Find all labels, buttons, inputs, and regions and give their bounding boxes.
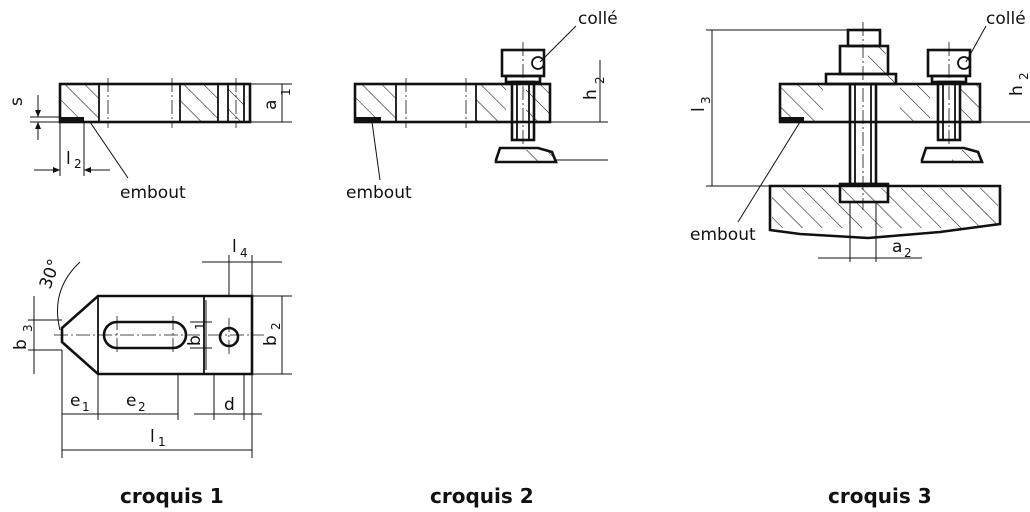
label-a1: a [261, 100, 281, 110]
sketch3-drawing [706, 22, 1030, 262]
label-b3-sub: 3 [21, 324, 35, 332]
label-b2-sub: 2 [269, 322, 283, 330]
label-e1-sub: 1 [82, 400, 90, 414]
label-l2: l [66, 149, 71, 169]
label-colle-3: collé [986, 9, 1026, 29]
label-l1: l [150, 427, 155, 447]
caption-croquis-3: croquis 3 [828, 484, 932, 508]
label-b2: b [261, 335, 281, 346]
label-s: s [7, 97, 27, 106]
labels: s a 1 l 2 embout 30° l 4 b 3 b 1 b 2 e 1… [7, 9, 1030, 449]
label-h2-sk2: h [581, 89, 601, 100]
label-embout-1: embout [120, 183, 186, 203]
label-a2-sub: 2 [904, 246, 912, 260]
label-embout-2: embout [346, 183, 412, 203]
label-h2-sk3: h [1007, 85, 1027, 96]
sketch2-drawing [353, 25, 608, 181]
label-b1-sub: 1 [193, 322, 207, 330]
label-embout-3: embout [690, 225, 756, 245]
sketch1-side-view [30, 78, 292, 179]
label-d: d [224, 395, 235, 415]
caption-croquis-2: croquis 2 [430, 484, 534, 508]
label-l4: l [232, 237, 237, 257]
label-angle: 30° [36, 257, 65, 292]
label-e2-sub: 2 [138, 400, 146, 414]
sketch1-top-view [28, 255, 292, 458]
label-l3-sub: 3 [699, 96, 713, 104]
label-e2: e [126, 391, 136, 411]
label-h2-sk2-sub: 2 [593, 76, 607, 84]
label-a1-sub: 1 [279, 88, 293, 96]
caption-croquis-1: croquis 1 [120, 484, 224, 508]
label-b1: b [185, 335, 205, 346]
label-e1: e [70, 391, 80, 411]
label-colle-2: collé [578, 9, 618, 29]
captions: croquis 1 croquis 2 croquis 3 [120, 484, 932, 508]
label-l2-sub: 2 [74, 157, 82, 171]
label-l1-sub: 1 [158, 435, 166, 449]
label-l3: l [689, 107, 709, 112]
label-a2: a [892, 237, 902, 257]
label-l4-sub: 4 [240, 246, 248, 260]
label-b3: b [11, 339, 31, 350]
label-h2-sk3-sub: 2 [1017, 72, 1030, 80]
